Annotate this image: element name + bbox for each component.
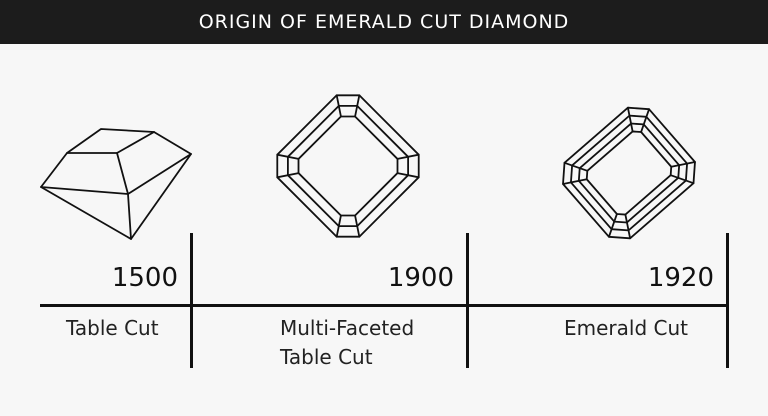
page-title: ORIGIN OF EMERALD CUT DIAMOND bbox=[0, 0, 768, 44]
timeline-divider-3 bbox=[726, 233, 729, 368]
year-1920: 1920 bbox=[647, 263, 714, 293]
label-line: Table Cut bbox=[280, 345, 373, 369]
multi-faceted-table-cut-icon bbox=[276, 94, 420, 238]
timeline-axis bbox=[40, 304, 728, 307]
label-line: Table Cut bbox=[66, 316, 159, 340]
year-1500: 1500 bbox=[111, 263, 178, 293]
label-line: Emerald Cut bbox=[564, 316, 688, 340]
timeline-divider-2 bbox=[466, 233, 469, 368]
emerald-cut-icon bbox=[562, 106, 696, 240]
stage-label-table-cut: Table Cut bbox=[66, 314, 159, 343]
stage-label-multi-faceted: Multi-Faceted Table Cut bbox=[280, 314, 414, 372]
label-line: Multi-Faceted bbox=[280, 316, 415, 340]
stage-label-emerald-cut: Emerald Cut bbox=[564, 314, 688, 343]
year-1900: 1900 bbox=[387, 263, 454, 293]
timeline-divider-1 bbox=[190, 233, 193, 368]
table-cut-diamond-icon bbox=[40, 128, 192, 240]
